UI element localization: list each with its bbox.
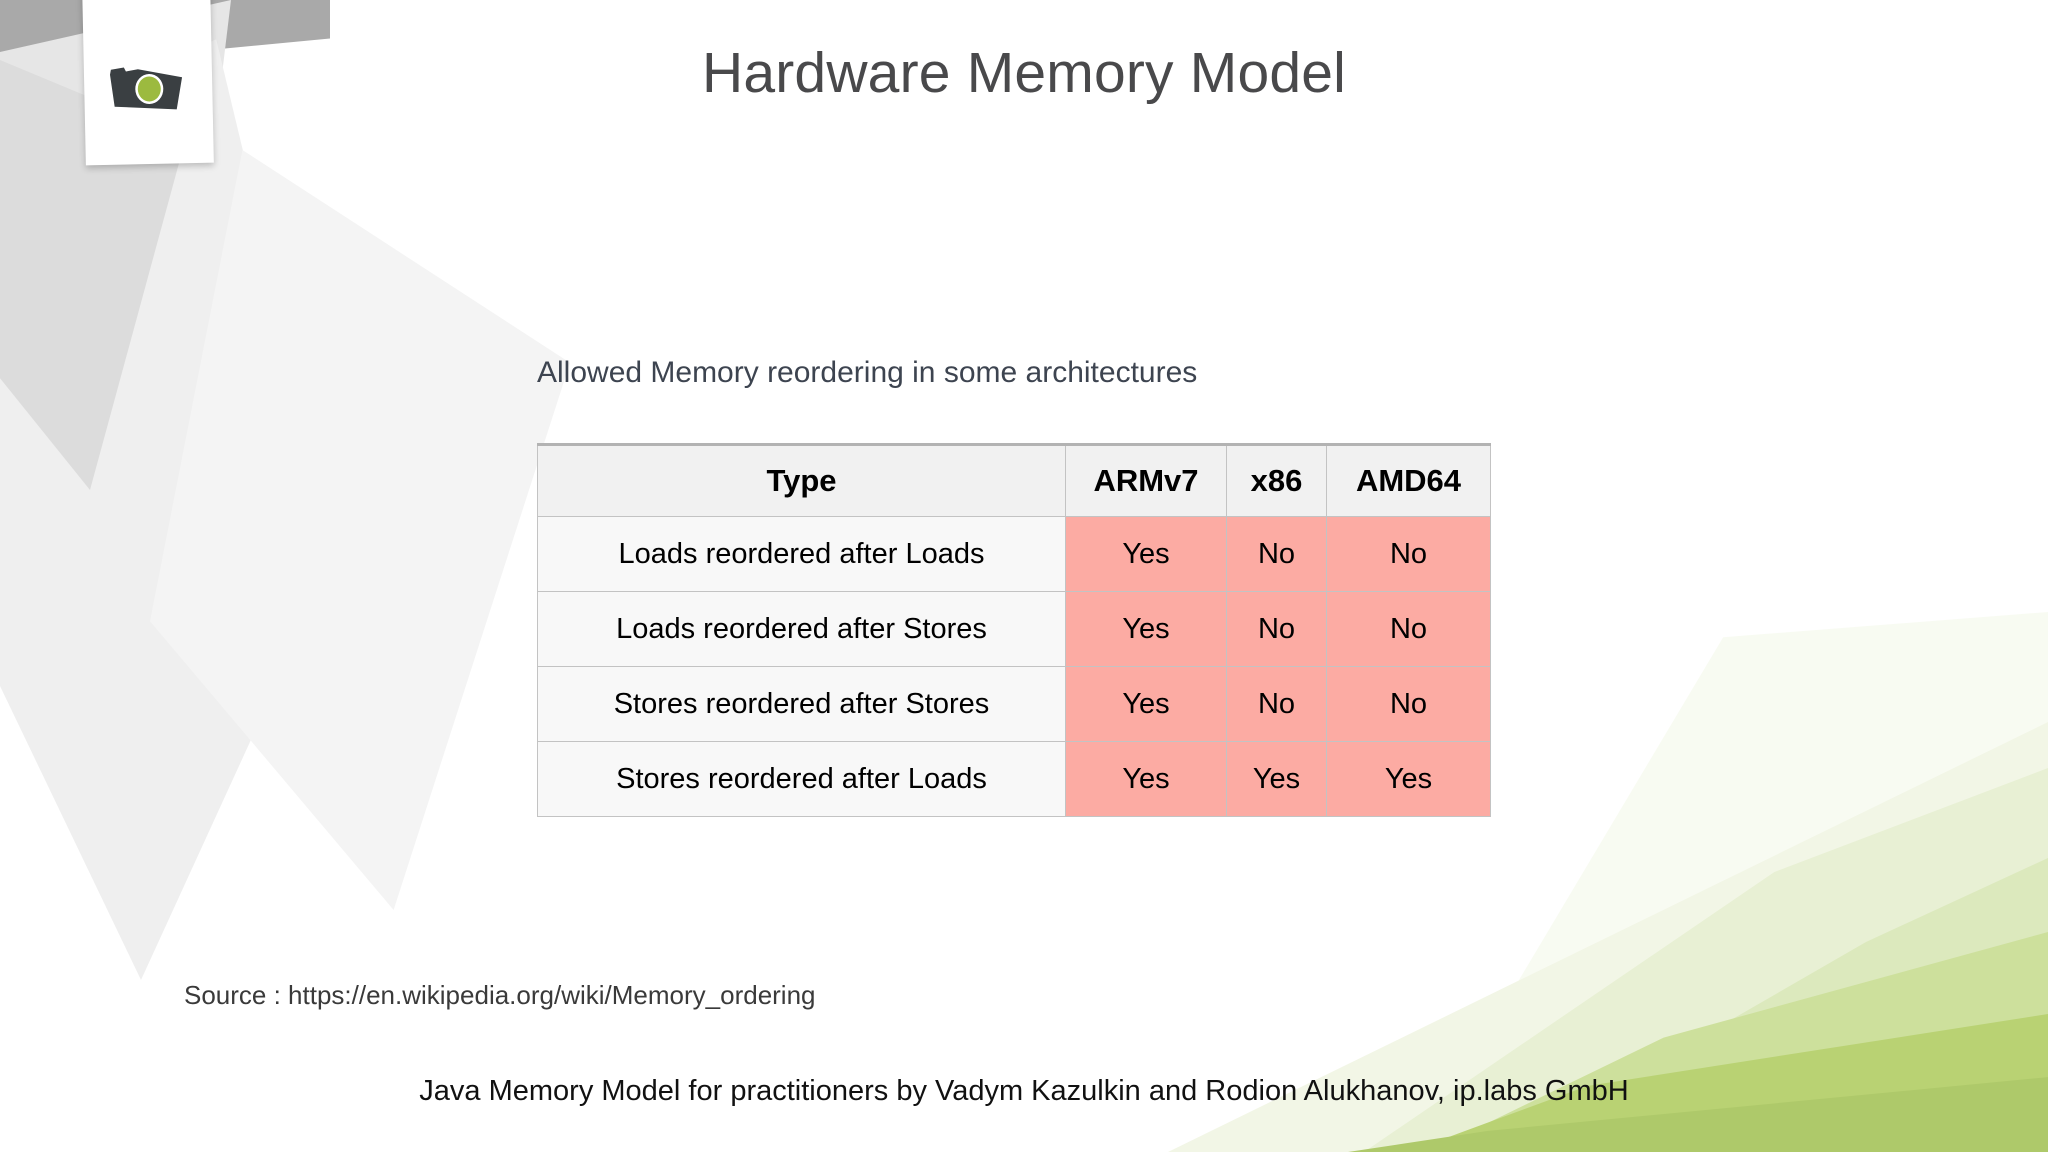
table-caption: Allowed Memory reordering in some archit… xyxy=(537,356,1198,389)
cell-x86: No xyxy=(1226,516,1327,592)
cell-amd64: Yes xyxy=(1326,741,1491,817)
camera-logo-icon xyxy=(109,67,183,110)
table-header-row: Type ARMv7 x86 AMD64 xyxy=(537,444,1491,517)
slide-footer: Java Memory Model for practitioners by V… xyxy=(419,1075,1629,1107)
top-left-polygon-d xyxy=(150,150,570,910)
row-label: Stores reordered after Loads xyxy=(537,741,1066,817)
table-row: Loads reordered after Loads Yes No No xyxy=(537,516,1491,592)
source-note: Source : https://en.wikipedia.org/wiki/M… xyxy=(184,980,816,1010)
memory-reordering-table: Type ARMv7 x86 AMD64 Loads reordered aft… xyxy=(537,443,1491,817)
table-row: Stores reordered after Loads Yes Yes Yes xyxy=(537,741,1491,817)
page-title: Hardware Memory Model xyxy=(701,41,1347,105)
cell-x86: Yes xyxy=(1226,741,1327,817)
cell-armv7: Yes xyxy=(1065,516,1227,592)
cell-amd64: No xyxy=(1326,516,1491,592)
row-label: Stores reordered after Stores xyxy=(537,666,1066,742)
bottom-right-green-band-4 xyxy=(1428,932,2048,1152)
column-header-amd64: AMD64 xyxy=(1326,444,1491,517)
row-label: Loads reordered after Loads xyxy=(537,516,1066,592)
cell-armv7: Yes xyxy=(1065,741,1227,817)
bottom-right-pale-polygon xyxy=(1488,612,2048,1032)
cell-amd64: No xyxy=(1326,666,1491,742)
table-row: Stores reordered after Stores Yes No No xyxy=(537,666,1491,742)
cell-x86: No xyxy=(1226,591,1327,667)
cell-x86: No xyxy=(1226,666,1327,742)
cell-armv7: Yes xyxy=(1065,591,1227,667)
table-row: Loads reordered after Stores Yes No No xyxy=(537,591,1491,667)
column-header-type: Type xyxy=(537,444,1066,517)
cell-amd64: No xyxy=(1326,591,1491,667)
logo-card xyxy=(82,0,214,166)
cell-armv7: Yes xyxy=(1065,666,1227,742)
column-header-armv7: ARMv7 xyxy=(1065,444,1227,517)
column-header-x86: x86 xyxy=(1226,444,1327,517)
row-label: Loads reordered after Stores xyxy=(537,591,1066,667)
top-left-polygon-b xyxy=(0,39,339,980)
